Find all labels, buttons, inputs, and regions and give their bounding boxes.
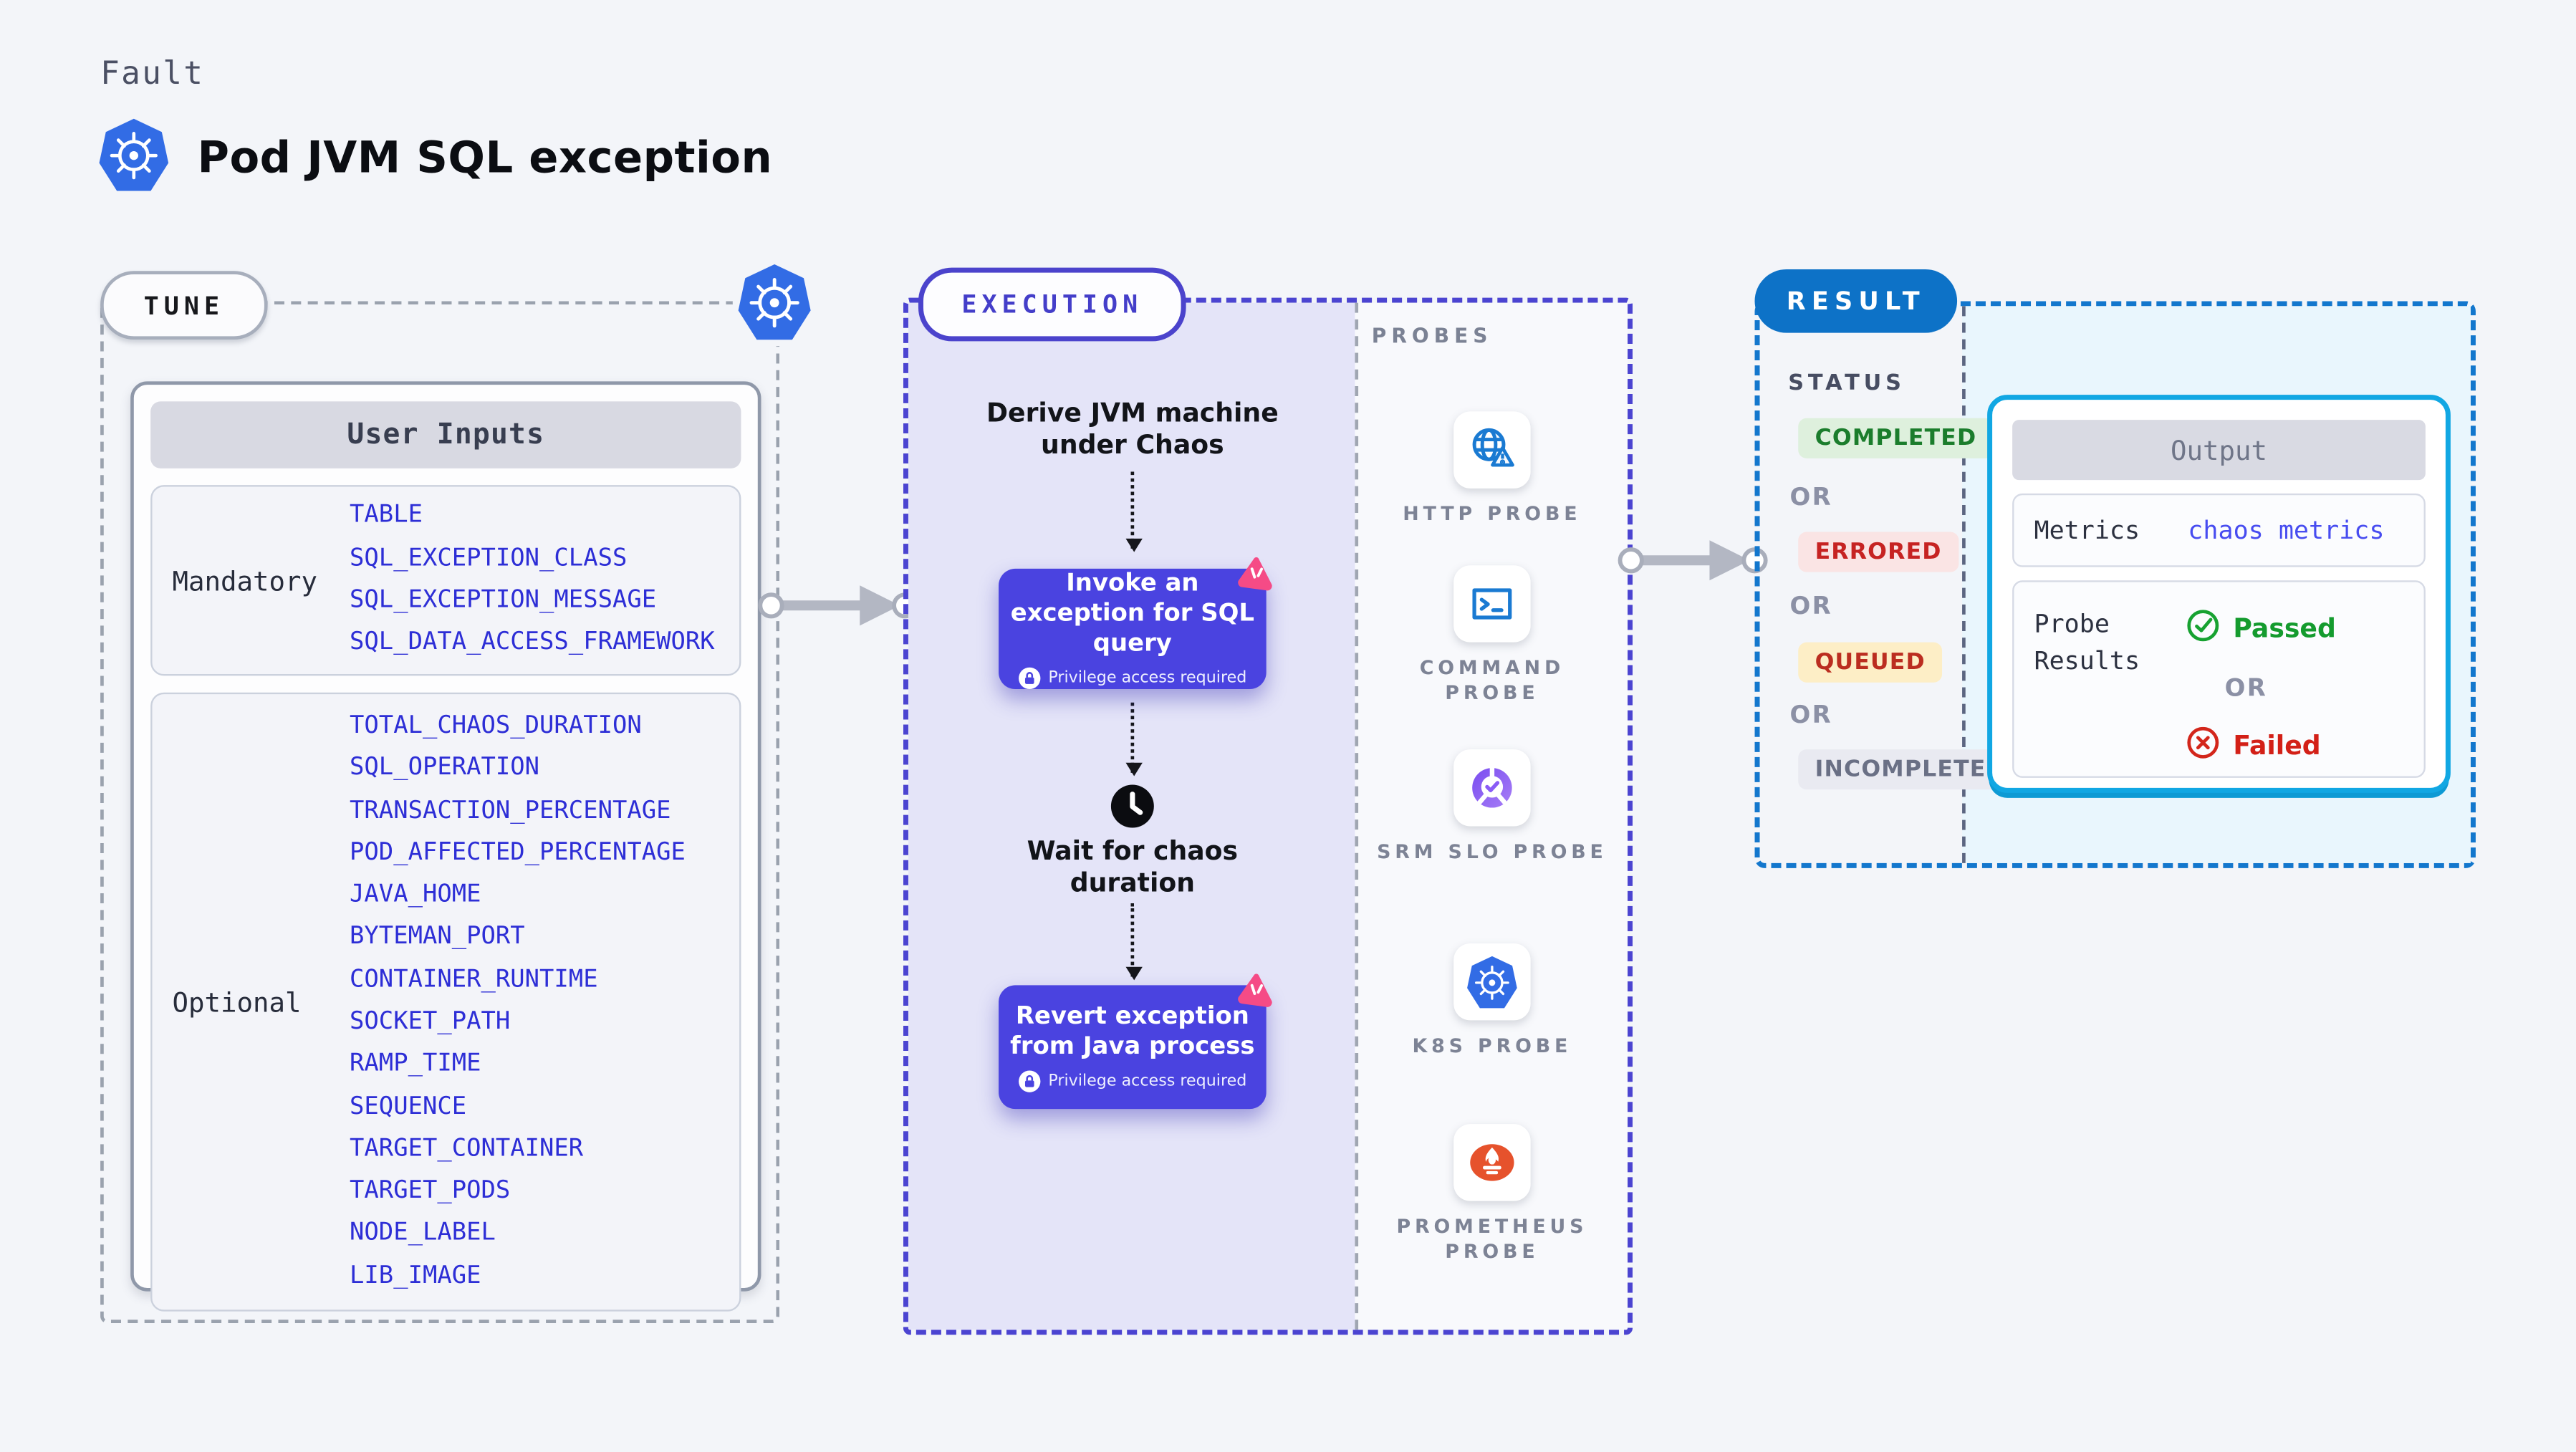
probe-results-label: Probe Results	[2034, 608, 2140, 676]
status-label: STATUS	[1788, 371, 1905, 397]
page-title: Pod JVM SQL exception	[197, 133, 773, 184]
param-value: CONTAINER_RUNTIME	[350, 966, 598, 994]
lock-icon	[1018, 667, 1040, 690]
metrics-label: Metrics	[2034, 515, 2140, 546]
output-header: Output	[2012, 420, 2426, 481]
status-badge-queued: QUEUED	[1798, 642, 1943, 683]
optional-param-list: TOTAL_CHAOS_DURATION SQL_OPERATION TRANS…	[350, 694, 739, 1309]
invoke-exception-button: Invoke an exception for SQL query Privil…	[999, 568, 1267, 690]
privilege-row: Privilege access required	[1018, 1070, 1246, 1092]
passed-result: Passed	[2186, 609, 2336, 649]
param-value: JAVA_HOME	[350, 881, 481, 909]
invoke-exception-label: Invoke an exception for SQL query	[1010, 570, 1254, 658]
step-derive-jvm: Derive JVM machine under Chaos	[986, 398, 1279, 461]
privilege-row: Privilege access required	[1018, 667, 1247, 690]
flow-arrow-down	[1125, 471, 1142, 552]
chaos-logo-icon	[1232, 552, 1279, 604]
http-probe-label: HTTP PROBE	[1403, 501, 1582, 526]
title-row: Pod JVM SQL exception	[97, 117, 772, 201]
srm-slo-probe-label: SRM SLO PROBE	[1377, 840, 1607, 863]
status-badge-errored: ERRORED	[1798, 532, 1959, 572]
or-separator: OR	[1789, 702, 1833, 730]
kubernetes-icon	[97, 117, 170, 201]
failed-result: Failed	[2186, 726, 2321, 766]
param-value: TOTAL_CHAOS_DURATION	[350, 712, 642, 739]
param-value: BYTEMAN_PORT	[350, 923, 525, 951]
passed-label: Passed	[2233, 613, 2336, 645]
mandatory-label: Mandatory	[172, 564, 317, 597]
param-value: SQL_EXCEPTION_CLASS	[350, 544, 628, 572]
failed-label: Failed	[2233, 731, 2321, 761]
flow-arrow-down	[1125, 903, 1142, 981]
param-value: LIB_IMAGE	[350, 1262, 481, 1289]
tune-section-box	[100, 301, 780, 1324]
metrics-value: chaos metrics	[2188, 515, 2385, 546]
mandatory-params-row: Mandatory TABLE SQL_EXCEPTION_CLASS SQL_…	[150, 485, 741, 676]
or-separator: OR	[2224, 675, 2268, 703]
param-value: TARGET_CONTAINER	[350, 1135, 584, 1163]
result-pill: RESULT	[1754, 269, 1958, 333]
fault-eyebrow: Fault	[100, 55, 205, 92]
probe-results-row: Probe Results Passed OR F	[2012, 580, 2426, 778]
param-value: SEQUENCE	[350, 1093, 467, 1120]
revert-exception-label: Revert exception from Java process	[1010, 1004, 1255, 1061]
k8s-probe-icon	[1453, 943, 1531, 1021]
x-circle-icon	[2186, 726, 2220, 766]
execution-pill: EXECUTION	[918, 267, 1186, 342]
srm-slo-probe-icon	[1453, 749, 1531, 827]
param-value: SQL_EXCEPTION_MESSAGE	[350, 587, 657, 614]
tune-to-execution-arrow	[758, 585, 918, 626]
privilege-note: Privilege access required	[1048, 1072, 1247, 1091]
param-value: TARGET_PODS	[350, 1178, 511, 1205]
lock-icon	[1018, 1070, 1040, 1092]
param-value: SQL_DATA_ACCESS_FRAMEWORK	[350, 629, 715, 657]
metrics-row: Metrics chaos metrics	[2012, 493, 2426, 567]
or-separator: OR	[1789, 593, 1833, 621]
probes-section-label: PROBES	[1371, 324, 1493, 348]
k8s-probe-label: K8S PROBE	[1412, 1034, 1572, 1057]
param-value: POD_AFFECTED_PERCENTAGE	[350, 839, 686, 867]
param-value: SQL_OPERATION	[350, 754, 540, 782]
flow-arrow-down	[1125, 702, 1142, 777]
tune-pill: TUNE	[100, 271, 268, 340]
param-value: TRANSACTION_PERCENTAGE	[350, 797, 671, 824]
check-circle-icon	[2186, 609, 2220, 649]
status-badge-completed: COMPLETED	[1798, 418, 1994, 458]
output-card: Output Metrics chaos metrics Probe Resul…	[1987, 395, 2451, 793]
or-separator: OR	[1789, 485, 1833, 512]
clock-icon	[1109, 783, 1155, 837]
mandatory-param-list: TABLE SQL_EXCEPTION_CLASS SQL_EXCEPTION_…	[350, 487, 739, 675]
step-wait-duration: Wait for chaos duration	[1027, 836, 1239, 898]
execution-to-result-arrow	[1618, 540, 1768, 581]
param-value: TABLE	[350, 502, 423, 529]
command-probe-label: COMMAND PROBE	[1419, 655, 1565, 703]
chaos-logo-icon	[1232, 968, 1279, 1020]
http-probe-icon	[1453, 411, 1531, 489]
command-probe-icon	[1453, 565, 1531, 643]
user-inputs-card: User Inputs Mandatory TABLE SQL_EXCEPTIO…	[130, 381, 761, 1312]
user-inputs-header: User Inputs	[150, 401, 741, 468]
prometheus-probe-label: PROMETHEUS PROBE	[1396, 1214, 1588, 1262]
param-value: SOCKET_PATH	[350, 1009, 511, 1036]
optional-label: Optional	[172, 986, 302, 1018]
optional-params-row: Optional TOTAL_CHAOS_DURATION SQL_OPERAT…	[150, 692, 741, 1312]
param-value: RAMP_TIME	[350, 1051, 481, 1078]
revert-exception-button: Revert exception from Java process Privi…	[999, 985, 1267, 1110]
privilege-note: Privilege access required	[1048, 669, 1247, 688]
param-value: NODE_LABEL	[350, 1220, 496, 1247]
prometheus-probe-icon	[1453, 1124, 1531, 1201]
status-badge-incompleted: INCOMPLETED	[1798, 749, 2023, 790]
kubernetes-icon	[732, 259, 817, 347]
